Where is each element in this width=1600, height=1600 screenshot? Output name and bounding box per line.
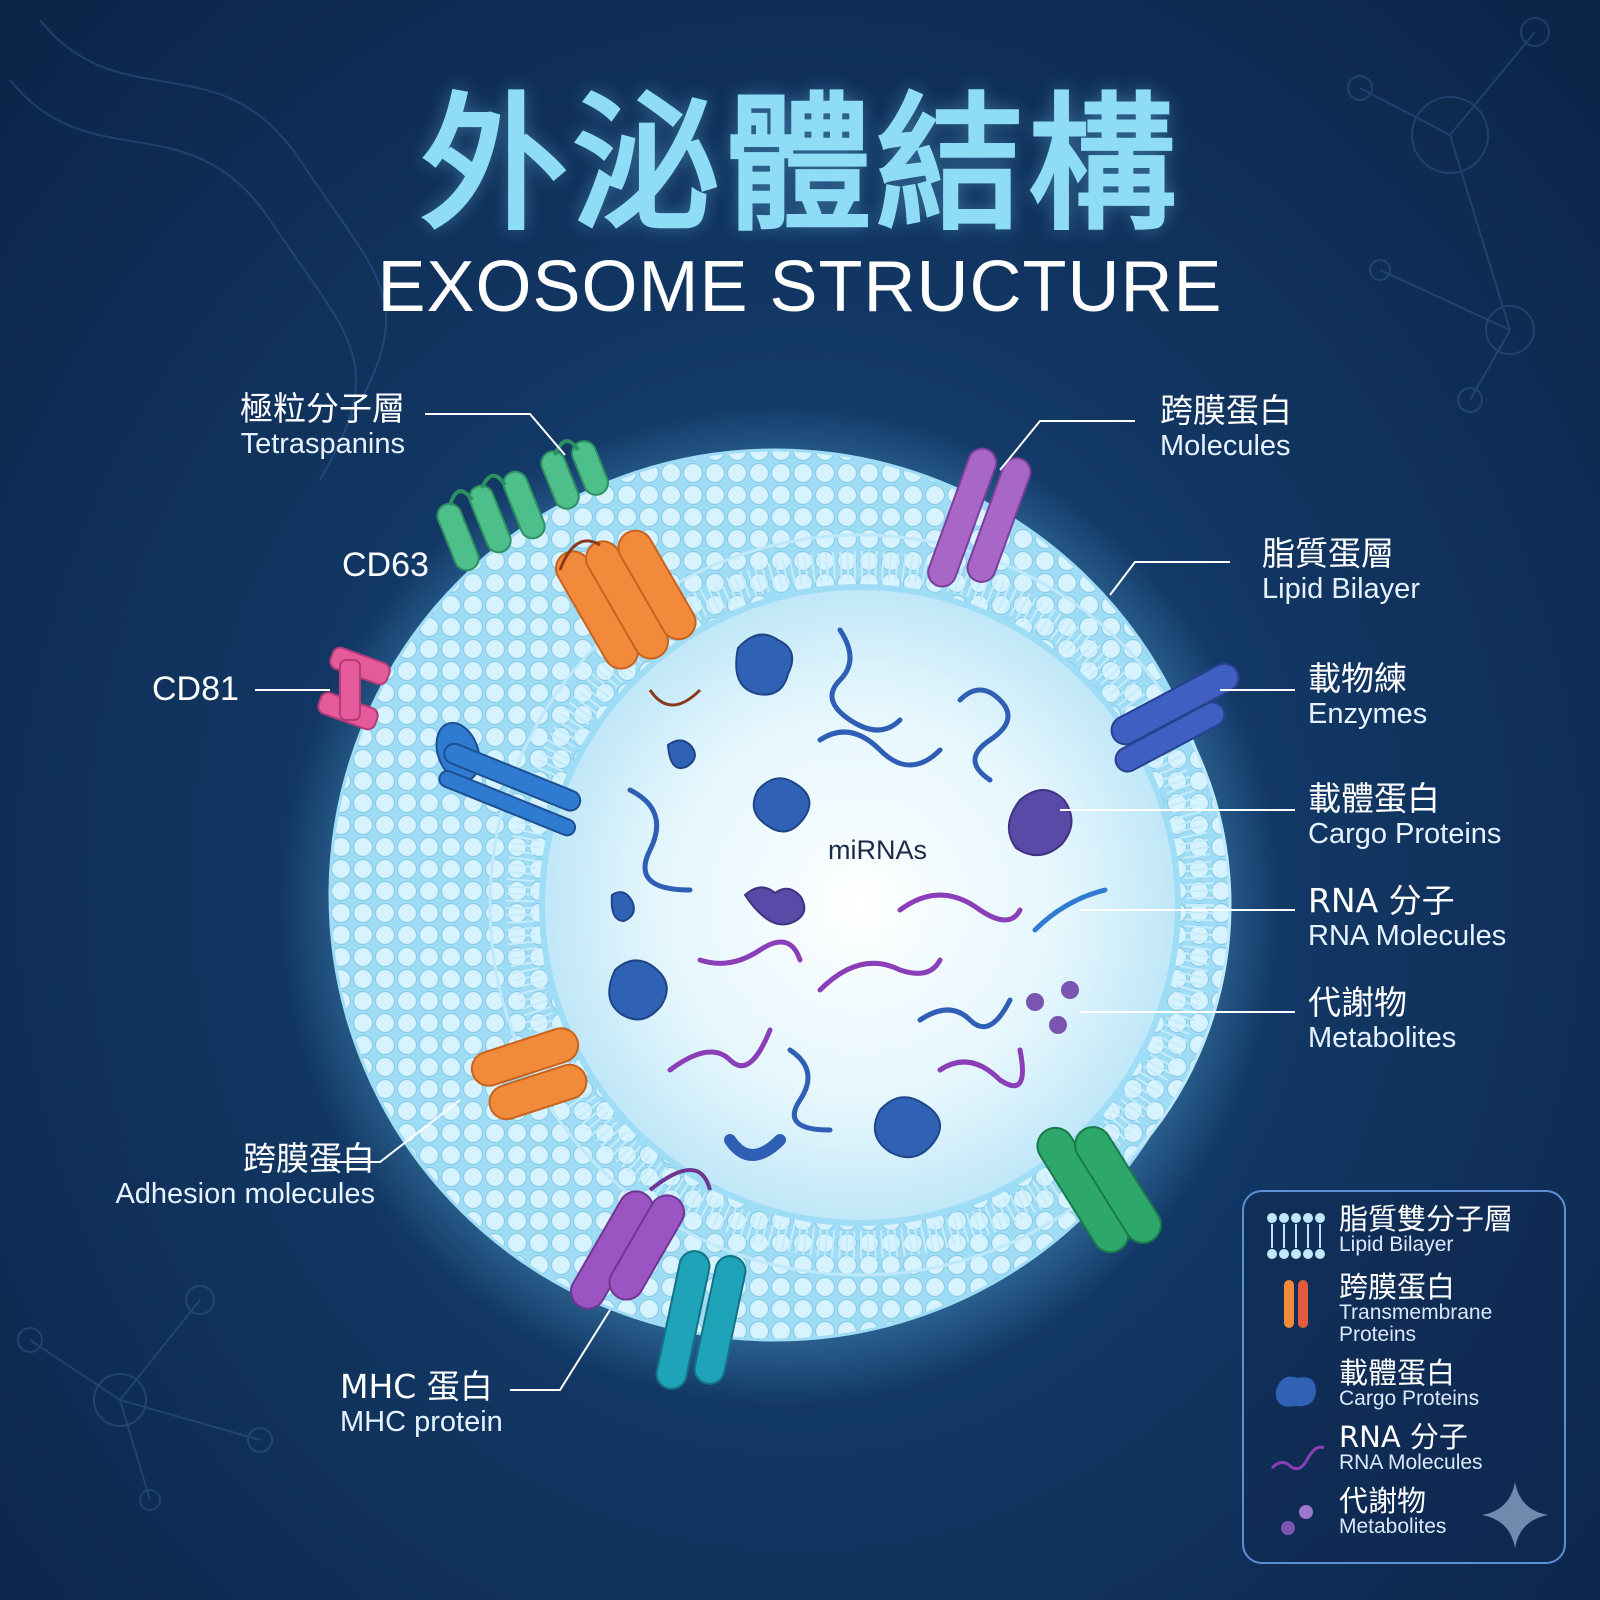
legend-lipid-en: Lipid Bilayer (1339, 1233, 1454, 1257)
label-enzymes-zh: 載物練 (1308, 659, 1407, 698)
label-mirnas: miRNAs (828, 835, 927, 865)
label-cargo-proteins: 載體蛋白 Cargo Proteins (1308, 780, 1501, 851)
label-lipid-bilayer-zh: 脂質蛋層 (1262, 534, 1394, 573)
label-adhesion: 跨膜蛋白 Adhesion molecules (60, 1140, 375, 1211)
label-rna: RNA 分子 RNA Molecules (1308, 882, 1506, 953)
lipid-bilayer-icon (1267, 1213, 1325, 1259)
label-mhc-zh: MHC 蛋白 (340, 1367, 493, 1406)
label-tetraspanins: 極粒分子層 Tetraspanins (160, 390, 405, 461)
metabolite-dots (1026, 981, 1079, 1034)
legend-cargo-en: Cargo Proteins (1339, 1387, 1480, 1411)
legend-lipid-zh: 脂質雙分子層 (1339, 1202, 1514, 1236)
legend-rna-zh: RNA 分子 (1339, 1420, 1468, 1454)
cargo-protein-blobs (608, 633, 942, 1159)
label-metabolites-zh: 代謝物 (1308, 983, 1407, 1022)
label-mhc-en: MHC protein (340, 1405, 503, 1438)
label-transmembrane-top: 跨膜蛋白 Molecules (1160, 392, 1292, 463)
lipid-tails (506, 551, 1214, 1259)
label-lipid-bilayer-en: Lipid Bilayer (1262, 572, 1420, 605)
page-title-chinese: 外泌體結構 (420, 79, 1180, 251)
legend-item-lipid-bilayer: 脂質雙分子層 Lipid Bilayer (1244, 1204, 1564, 1266)
mhc-protein-shape (570, 1168, 712, 1310)
transmembrane-protein-top-left (555, 529, 702, 707)
label-cd81: CD81 (152, 670, 239, 708)
transmembrane-protein-icon (1284, 1280, 1308, 1328)
cd81-protein (317, 646, 391, 731)
sparkle-icon (1482, 1482, 1548, 1548)
legend-transmembrane-en: Transmembrane Proteins (1339, 1301, 1493, 1347)
label-cargo-proteins-en: Cargo Proteins (1308, 817, 1502, 850)
label-transmembrane-top-zh: 跨膜蛋白 (1160, 391, 1292, 430)
label-cargo-proteins-zh: 載體蛋白 (1308, 779, 1440, 818)
legend-rna-en: RNA Molecules (1339, 1451, 1483, 1475)
label-metabolites: 代謝物 Metabolites (1308, 984, 1456, 1055)
legend-item-metabolites: 代謝物 Metabolites (1244, 1486, 1564, 1548)
legend-cargo-zh: 載體蛋白 (1339, 1356, 1456, 1390)
label-adhesion-en: Adhesion molecules (115, 1177, 375, 1210)
teal-transmembrane-bottom (655, 1250, 747, 1390)
page-title-english: EXOSOME STRUCTURE (377, 247, 1223, 327)
legend-panel: 脂質雙分子層 Lipid Bilayer 跨膜蛋白 Transmembrane … (1242, 1190, 1566, 1564)
adhesion-protein (470, 1027, 588, 1121)
metabolite-icon (1281, 1505, 1313, 1535)
label-cd63: CD63 (342, 546, 429, 584)
green-transmembrane-bottom-right (1036, 1126, 1162, 1254)
cargo-protein-purple (743, 789, 1073, 926)
leader-lines (255, 413, 1295, 1391)
legend-metabolites-en: Metabolites (1339, 1515, 1447, 1539)
label-transmembrane-top-en: Molecules (1160, 429, 1291, 462)
label-tetraspanins-en: Tetraspanins (240, 427, 405, 460)
label-enzymes: 載物練 Enzymes (1308, 660, 1427, 731)
legend-item-cargo: 載體蛋白 Cargo Proteins (1244, 1358, 1564, 1420)
legend-item-transmembrane: 跨膜蛋白 Transmembrane Proteins (1244, 1272, 1564, 1352)
legend-transmembrane-zh: 跨膜蛋白 (1339, 1270, 1456, 1304)
rna-strands (627, 627, 1108, 1161)
transmembrane-protein-top-right (927, 447, 1032, 588)
exosome-lumen (539, 584, 1181, 1226)
legend-metabolites-zh: 代謝物 (1339, 1484, 1427, 1518)
label-adhesion-zh: 跨膜蛋白 (243, 1139, 375, 1178)
label-rna-en: RNA Molecules (1308, 919, 1507, 952)
label-rna-zh: RNA 分子 (1308, 881, 1455, 920)
label-mhc: MHC 蛋白 MHC protein (340, 1368, 503, 1439)
legend-item-rna: RNA 分子 RNA Molecules (1244, 1422, 1564, 1484)
rna-icon (1270, 1445, 1325, 1471)
label-tetraspanins-zh: 極粒分子層 (240, 389, 405, 428)
label-lipid-bilayer: 脂質蛋層 Lipid Bilayer (1262, 535, 1420, 606)
cargo-protein-icon (1275, 1376, 1316, 1407)
label-enzymes-en: Enzymes (1308, 697, 1428, 730)
receptor-protein-left (435, 721, 582, 837)
label-metabolites-en: Metabolites (1308, 1021, 1457, 1054)
tetraspanin-proteins (436, 439, 609, 572)
enzyme-proteins (1110, 662, 1240, 773)
